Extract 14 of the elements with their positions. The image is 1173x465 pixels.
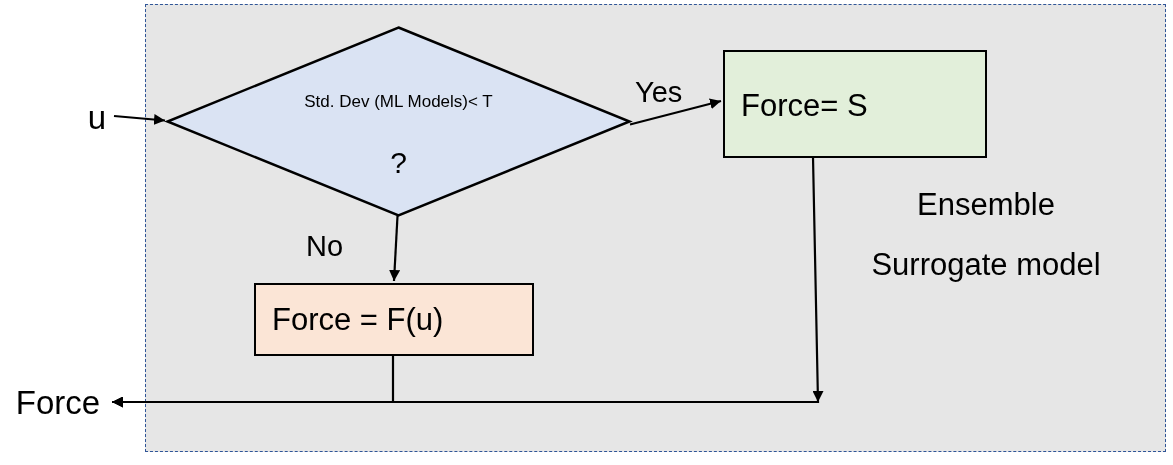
dashed-region (145, 4, 1166, 452)
condition-text: Std. Dev (ML Models)< T (304, 92, 493, 112)
arrow (113, 114, 166, 125)
edge-label: Yes (635, 76, 683, 109)
arrow (629, 98, 722, 126)
edge-label: No (306, 230, 344, 263)
group-label: Ensemble Surrogate model (870, 186, 1102, 284)
io-label: Force (6, 383, 110, 423)
process-box: Force = F(u) (254, 283, 534, 356)
io-label: u (80, 96, 114, 140)
arrow (112, 156, 824, 408)
process-box: Force= S (723, 50, 987, 158)
arrow (389, 215, 401, 282)
question-mark: ? (390, 146, 407, 180)
